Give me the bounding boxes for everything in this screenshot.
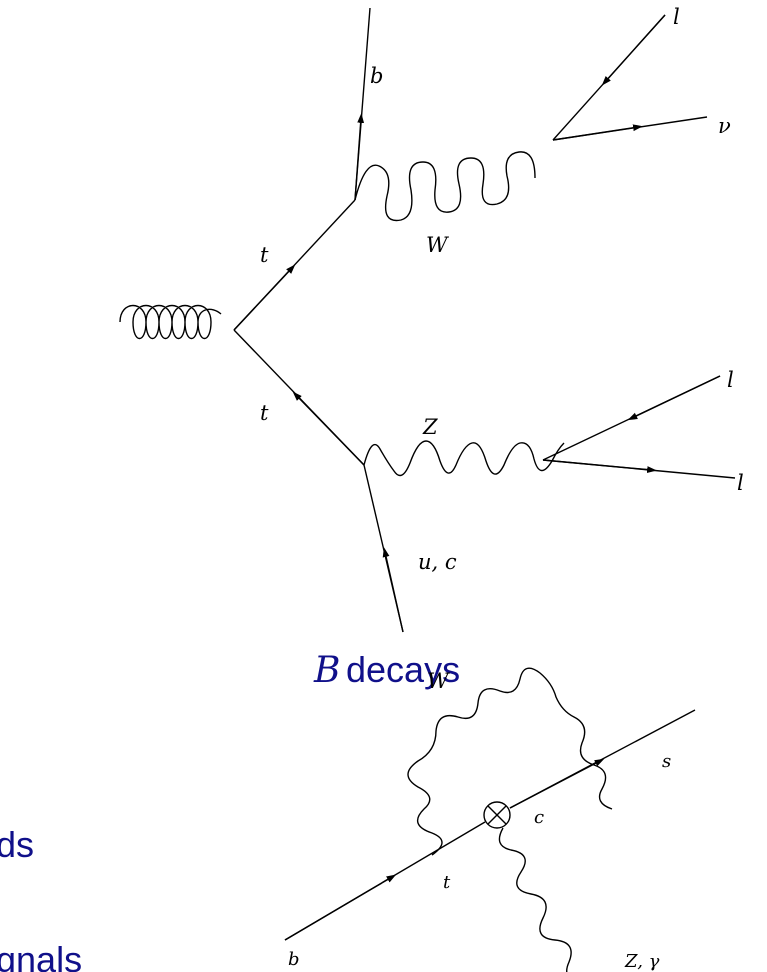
label-lepton-top: l <box>673 5 680 29</box>
z-boson-line <box>363 440 565 477</box>
label-w-boson-top: W <box>426 233 450 257</box>
label-w-boson-loop: W <box>427 669 451 693</box>
w-boson-line <box>354 151 536 222</box>
label-c-quark: c <box>534 807 544 828</box>
label-z-boson: Z <box>422 415 438 439</box>
bottom-feynman-diagram <box>284 667 696 972</box>
label-lepton-mid: l <box>727 368 734 392</box>
label-neutrino: ν <box>718 114 731 138</box>
b-symbol: B <box>313 650 340 691</box>
text-fragment-ds: ds <box>0 824 34 865</box>
decays-text: decays <box>346 649 460 690</box>
w-loop-line <box>407 667 613 856</box>
label-b-quark-in: b <box>288 949 300 970</box>
label-lepton-bottom: l <box>737 471 744 495</box>
label-z-gamma: Z, γ <box>624 951 660 972</box>
label-uc-quark: u, c <box>418 550 457 574</box>
label-t-quark-loop: t <box>443 872 451 893</box>
top-feynman-diagram <box>119 7 736 633</box>
label-s-quark: s <box>662 751 671 772</box>
label-t-upper: t <box>260 243 269 267</box>
gluon-line <box>119 305 222 340</box>
label-t-lower: t <box>260 401 269 425</box>
label-b-quark: b <box>370 64 383 88</box>
text-fragment-gnals: gnals <box>0 939 82 972</box>
z-gamma-line <box>498 827 572 972</box>
